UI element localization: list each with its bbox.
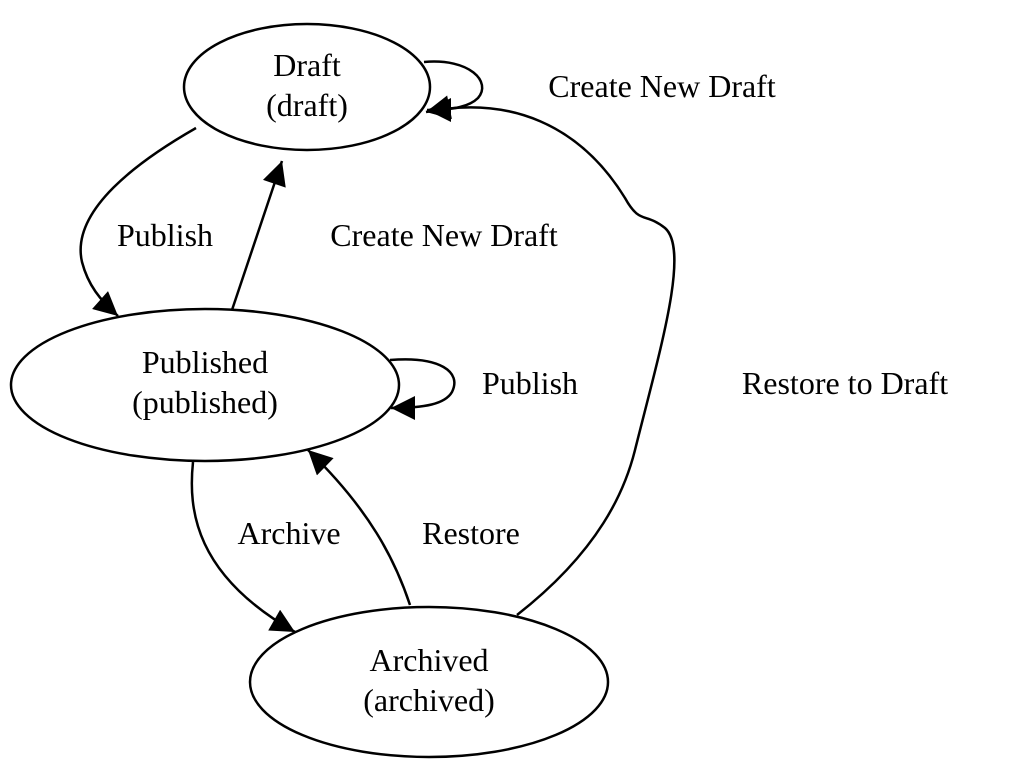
edge-published-to-archived: Archive — [190, 461, 341, 634]
edge-label-published-self: Publish — [482, 365, 578, 401]
edge-published-self: Publish — [389, 358, 578, 420]
edge-label-published-to-archived: Archive — [237, 515, 340, 551]
node-archived-title: Archived — [369, 642, 488, 678]
edge-label-draft-self: Create New Draft — [548, 68, 776, 104]
node-draft[interactable]: Draft (draft) — [182, 22, 432, 152]
edge-label-archived-to-draft: Restore to Draft — [742, 365, 948, 401]
edge-archived-to-published: Restore — [307, 449, 520, 606]
edge-published-to-draft: Create New Draft — [230, 160, 558, 311]
node-published[interactable]: Published (published) — [9, 307, 401, 463]
node-draft-id: (draft) — [266, 87, 348, 123]
node-archived[interactable]: Archived (archived) — [248, 605, 610, 759]
edge-label-published-to-draft: Create New Draft — [330, 217, 558, 253]
node-archived-id: (archived) — [363, 682, 494, 718]
edge-label-draft-to-published: Publish — [117, 217, 213, 253]
node-published-title: Published — [142, 344, 268, 380]
edge-label-archived-to-published: Restore — [422, 515, 520, 551]
node-draft-title: Draft — [273, 47, 341, 83]
edge-draft-to-published: Publish — [79, 126, 213, 317]
node-published-id: (published) — [132, 384, 278, 420]
edge-draft-self: Create New Draft — [423, 60, 776, 122]
edge-archived-to-draft: Restore to Draft — [425, 95, 948, 616]
